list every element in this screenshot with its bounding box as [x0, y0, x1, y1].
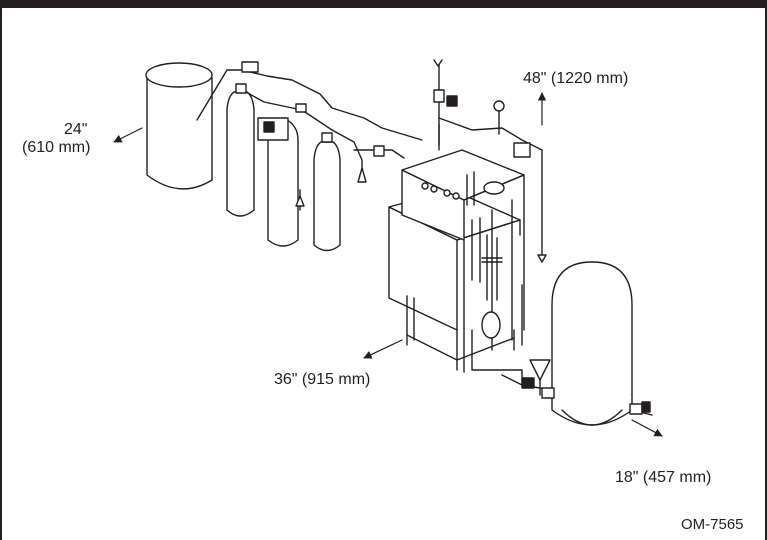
cylinder-3: [313, 132, 341, 252]
cylinder-2: [257, 117, 299, 247]
stand-legs: [406, 295, 515, 373]
cylinder-1: [226, 83, 255, 217]
arrow-front: [363, 339, 403, 359]
top-bar: [2, 0, 767, 8]
figure-id: OM-7565: [681, 516, 744, 533]
storage-tank-left: [145, 62, 243, 190]
dim-top: 48" (1220 mm): [523, 70, 629, 87]
membrane-frame: [401, 149, 525, 351]
piping: [241, 61, 423, 211]
dimension-arrows: [113, 92, 663, 437]
internal-tubes: [471, 217, 523, 386]
arrow-right: [631, 419, 663, 437]
dim-front: 36" (915 mm): [274, 371, 371, 388]
arrow-left: [113, 127, 143, 143]
upper-risers: [433, 59, 547, 263]
dim-left-mm: (610 mm): [22, 139, 91, 156]
pressure-tank-right: [501, 261, 653, 426]
dim-left-inches: 24": [64, 121, 88, 138]
dim-right: 18" (457 mm): [615, 469, 712, 486]
